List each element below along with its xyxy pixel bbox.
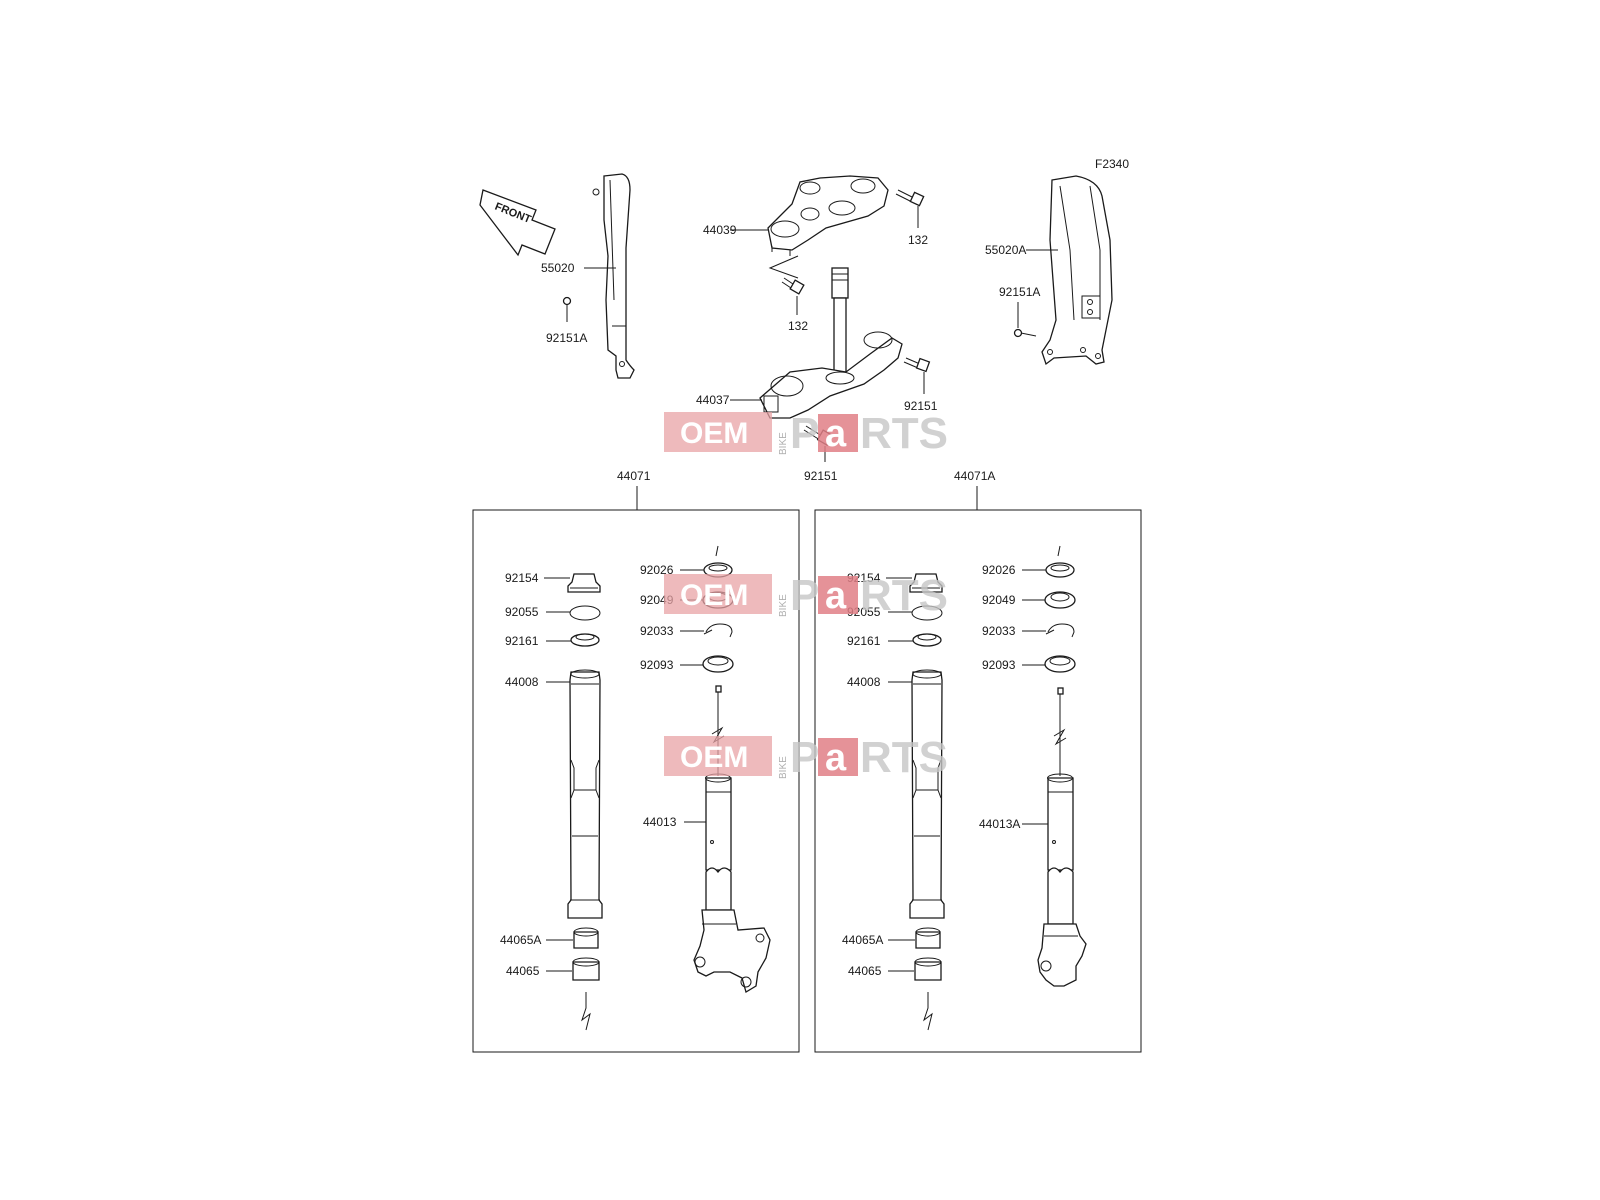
label-right-washer: 92161: [847, 634, 881, 648]
svg-text:a: a: [825, 575, 847, 617]
label-guard-left: 55020: [541, 261, 575, 275]
label-right-dust-seal: 92093: [982, 658, 1016, 672]
label-left-bush: 44065: [506, 964, 540, 978]
svg-text:a: a: [825, 737, 847, 779]
label-screw-right: 92151A: [999, 285, 1040, 299]
svg-text:RTS: RTS: [860, 409, 948, 458]
left-assembly-box: [472, 509, 800, 1053]
title-left-assembly: 44071: [617, 469, 651, 483]
watermark-top: OEM BIKE P a RTS: [664, 409, 948, 458]
svg-text:P: P: [790, 409, 819, 458]
svg-text:RTS: RTS: [860, 733, 948, 782]
label-left-bush-a: 44065A: [500, 933, 541, 947]
watermark-middle: OEM BIKE P a RTS: [664, 571, 948, 620]
svg-text:BIKE: BIKE: [778, 756, 789, 779]
label-lower-clamp: 44037: [696, 393, 730, 407]
label-left-cap: 92154: [505, 571, 539, 585]
label-right-ring: 92026: [982, 563, 1016, 577]
label-guard-right: 55020A: [985, 243, 1026, 257]
label-right-outer-tube: 44008: [847, 675, 881, 689]
front-direction-arrow-icon: FRONT: [479, 189, 556, 257]
fork-guard-right: [1041, 175, 1113, 366]
screw-right-icon: [1013, 328, 1037, 338]
label-left-washer: 92161: [505, 634, 539, 648]
bolt-lower-right-icon: [903, 357, 931, 373]
label-right-inner-tube: 44013A: [979, 817, 1020, 831]
label-left-clip: 92033: [640, 624, 674, 638]
title-right-assembly: 44071A: [954, 469, 995, 483]
right-fork-components: 92154 92055 92161 44008 44065A 44065: [842, 545, 1087, 1031]
svg-text:P: P: [790, 571, 819, 620]
label-left-inner-tube: 44013: [643, 815, 677, 829]
diagram-code: F2340: [1095, 157, 1129, 171]
fork-guard-left: [592, 173, 635, 379]
left-fork-components: 92154 92055 92161 44008 44065A 44065: [500, 545, 771, 1031]
bolt-upper-left-icon: [781, 277, 805, 295]
bolt-upper-right-icon: [895, 189, 925, 207]
lower-triple-clamp: [759, 267, 903, 419]
label-left-oring: 92055: [505, 605, 539, 619]
label-upper-clamp: 44039: [703, 223, 737, 237]
svg-text:RTS: RTS: [860, 571, 948, 620]
label-left-dust-seal: 92093: [640, 658, 674, 672]
label-bolt-lower-right: 92151: [904, 399, 938, 413]
label-bolt-upper-left: 132: [788, 319, 808, 333]
label-left-ring: 92026: [640, 563, 674, 577]
label-right-oil-seal: 92049: [982, 593, 1016, 607]
watermark-bottom: OEM BIKE P a RTS: [664, 733, 948, 782]
svg-text:OEM: OEM: [680, 579, 748, 612]
label-right-clip: 92033: [982, 624, 1016, 638]
svg-text:BIKE: BIKE: [778, 432, 789, 455]
svg-text:OEM: OEM: [680, 741, 748, 774]
svg-text:P: P: [790, 733, 819, 782]
svg-text:a: a: [825, 413, 847, 455]
svg-text:BIKE: BIKE: [778, 594, 789, 617]
right-assembly-box: [814, 509, 1142, 1053]
upper-triple-clamp: [767, 175, 889, 256]
label-right-bush: 44065: [848, 964, 882, 978]
svg-text:OEM: OEM: [680, 417, 748, 450]
label-bolt-upper-right: 132: [908, 233, 928, 247]
label-right-bush-a: 44065A: [842, 933, 883, 947]
label-left-outer-tube: 44008: [505, 675, 539, 689]
label-screw-left: 92151A: [546, 331, 587, 345]
screw-left-icon: [562, 296, 572, 322]
label-bolt-lower-front: 92151: [804, 469, 838, 483]
